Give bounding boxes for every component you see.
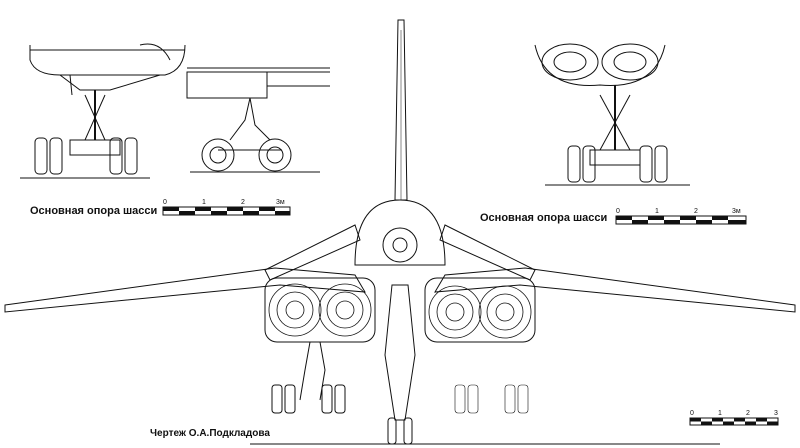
scale-left-tick: 0 <box>163 199 167 206</box>
scale-right-tick: 3м <box>732 208 741 215</box>
caption-right-gear: Основная опора шасси <box>480 212 608 224</box>
scale-bottom-tick: 1 <box>718 410 722 417</box>
scale-right-tick: 0 <box>616 208 620 215</box>
fuselage-nose <box>382 227 418 263</box>
author-credit: Чертеж О.А.Подкладова <box>150 428 270 439</box>
gear-detail-side <box>186 67 330 173</box>
scale-left-tick: 1 <box>202 199 206 206</box>
wing-left <box>4 267 366 313</box>
scale-bottom-tick: 2 <box>746 410 750 417</box>
tail-plane <box>264 224 361 281</box>
scale-left-tick: 2 <box>241 199 245 206</box>
nose-gear <box>384 284 416 421</box>
scale-bottom-tick: 3 <box>774 410 778 417</box>
engine-nacelle-right <box>424 277 536 343</box>
scale-bottom-tick: 0 <box>690 410 694 417</box>
scale-bar-left <box>162 206 291 216</box>
gear-detail-rear-right <box>534 43 690 186</box>
aircraft-front-view <box>4 19 796 445</box>
scale-right-tick: 1 <box>655 208 659 215</box>
scale-bar-bottom <box>689 417 779 426</box>
main-gear-left <box>299 341 326 401</box>
scale-left-tick: 3м <box>276 199 285 206</box>
wing-right <box>434 267 796 313</box>
scale-right-tick: 2 <box>694 208 698 215</box>
scale-bar-right <box>615 215 747 225</box>
gear-detail-front-left <box>20 43 186 179</box>
caption-left-gear: Основная опора шасси <box>30 205 158 217</box>
